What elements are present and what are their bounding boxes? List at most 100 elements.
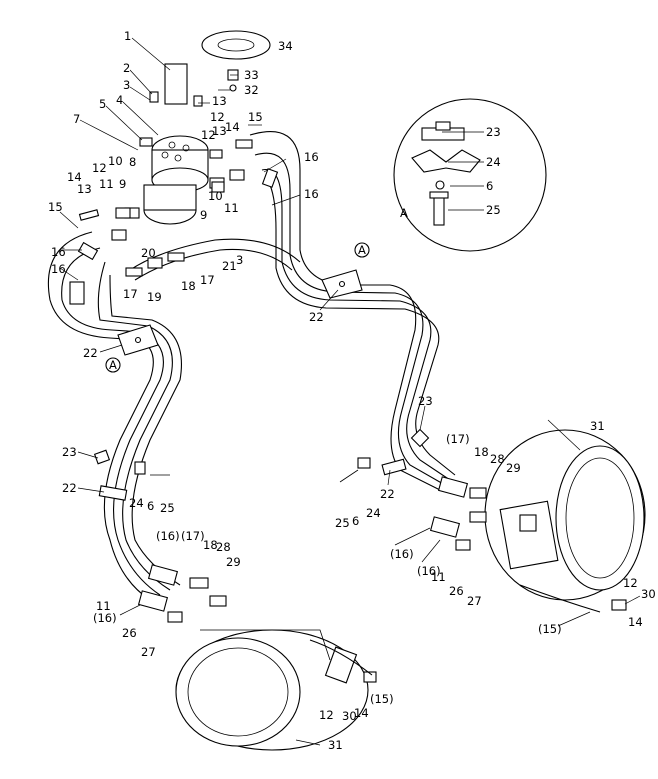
callout-19: 19 [147, 290, 162, 304]
callout-14: 14 [628, 615, 643, 629]
travel-motor-right [484, 429, 646, 601]
callout-1: 1 [124, 29, 131, 43]
callout-12: 12 [319, 708, 334, 722]
callout-21: 21 [222, 259, 237, 273]
callout-17: 17 [200, 273, 215, 287]
callout-22: 22 [62, 481, 77, 495]
callout-10: 10 [108, 154, 123, 168]
callout-3: 3 [236, 253, 243, 267]
callout-24: 24 [366, 506, 381, 520]
callout-11: 11 [99, 177, 114, 191]
cover-plate-34 [201, 30, 271, 60]
callout-11: 11 [96, 599, 111, 613]
hose-bundle-right [249, 131, 456, 491]
callout-20: 20 [141, 246, 156, 260]
callout-17: 17 [123, 287, 138, 301]
callout-13: 13 [212, 94, 227, 108]
callout-17-ref: (17) [446, 432, 470, 446]
detail-a-label: A [400, 206, 408, 220]
callout-28: 28 [216, 540, 231, 554]
callout-29: 29 [506, 461, 521, 475]
callout-6: 6 [147, 499, 154, 513]
callout-17-ref: (17) [181, 529, 205, 543]
callout-9: 9 [119, 177, 126, 191]
callout-22: 22 [83, 346, 98, 360]
callout-12: 12 [201, 128, 216, 142]
callout-25: 25 [335, 516, 350, 530]
callout-9: 9 [200, 208, 207, 222]
callout-labels: 1 2 3 4 5 7 8 9 9 10 10 11 11 11 11 12 1… [48, 29, 656, 752]
callout-30: 30 [641, 587, 656, 601]
callout-16: 16 [51, 262, 66, 276]
callout-11: 11 [431, 570, 446, 584]
callout-11: 11 [224, 201, 239, 215]
callout-6: 6 [352, 514, 359, 528]
view-a-marker-label: A [109, 358, 117, 372]
view-a-marker-label: A [358, 243, 366, 257]
callout-33: 33 [244, 68, 259, 82]
callout-34: 34 [278, 39, 293, 53]
callout-26: 26 [122, 626, 137, 640]
callout-12: 12 [210, 110, 225, 124]
callout-23: 23 [62, 445, 77, 459]
callout-23: 23 [418, 394, 433, 408]
callout-30: 30 [342, 709, 357, 723]
callout-27: 27 [141, 645, 156, 659]
callout-15-ref: (15) [370, 692, 394, 706]
callout-32: 32 [244, 83, 259, 97]
leader-lines [59, 37, 641, 746]
callout-26: 26 [449, 584, 464, 598]
callout-4: 4 [116, 93, 123, 107]
callout-2: 2 [123, 61, 130, 75]
callout-24-detail: 24 [486, 155, 501, 169]
callout-31: 31 [328, 738, 343, 752]
callout-16: 16 [304, 150, 319, 164]
view-a-marker-left [105, 357, 121, 373]
callout-15: 15 [48, 200, 63, 214]
callout-28: 28 [490, 452, 505, 466]
callout-22: 22 [380, 487, 395, 501]
clamp-lower-left [98, 485, 128, 501]
callout-25-detail: 25 [486, 203, 501, 217]
callout-18: 18 [181, 279, 196, 293]
callout-25: 25 [160, 501, 175, 515]
callout-18: 18 [203, 538, 218, 552]
callout-16: 16 [304, 187, 319, 201]
callout-31: 31 [590, 419, 605, 433]
callout-12: 12 [623, 576, 638, 590]
callout-3: 3 [123, 78, 130, 92]
clamp-upper-right [321, 269, 363, 299]
callout-27: 27 [467, 594, 482, 608]
travel-motor-left [175, 629, 369, 751]
hose-bundle-left [47, 231, 182, 601]
view-a-marker-top [354, 242, 370, 258]
callout-12: 12 [92, 161, 107, 175]
callout-14: 14 [67, 170, 82, 184]
callout-13: 13 [212, 124, 227, 138]
callout-16-ref: (16) [390, 547, 414, 561]
callout-6-detail: 6 [486, 179, 493, 193]
swivel-joint-assembly [124, 63, 225, 225]
callout-15-ref: (15) [538, 622, 562, 636]
callout-15: 15 [248, 110, 263, 124]
callout-24: 24 [129, 496, 144, 510]
callout-22: 22 [309, 310, 324, 324]
fitting-group-bottom [93, 428, 627, 683]
callout-16: 16 [51, 245, 66, 259]
callout-18: 18 [474, 445, 489, 459]
callout-14: 14 [225, 120, 240, 134]
callout-5: 5 [99, 97, 106, 111]
callout-23-detail: 23 [486, 125, 501, 139]
callout-16-ref: (16) [93, 611, 117, 625]
callout-7: 7 [73, 112, 80, 126]
clamp-right [381, 458, 407, 476]
callout-16-ref: (16) [417, 564, 441, 578]
callout-29: 29 [226, 555, 241, 569]
callout-16-ref: (16) [156, 529, 180, 543]
fitting-group-top [69, 69, 279, 305]
callout-13: 13 [77, 182, 92, 196]
callout-10: 10 [208, 189, 223, 203]
detail-a-circle [393, 98, 547, 252]
